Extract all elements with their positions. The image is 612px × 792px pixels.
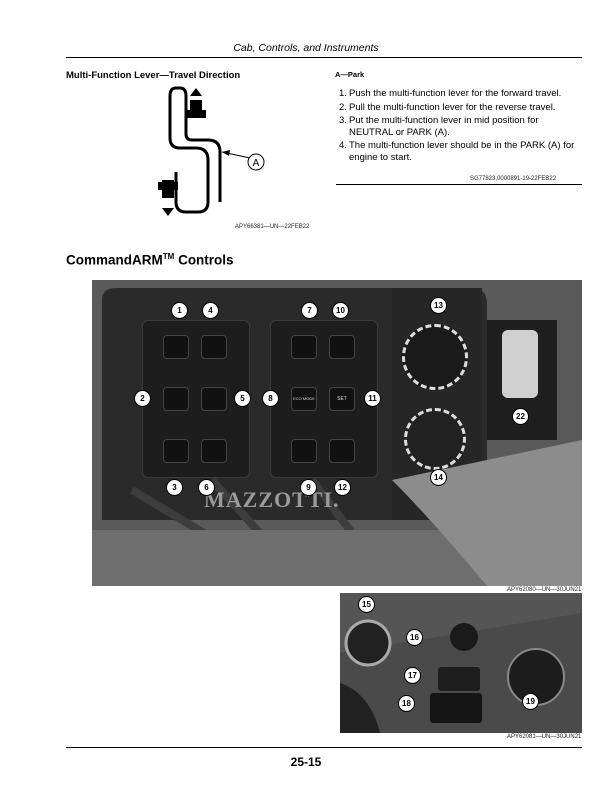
callout-4: 4	[202, 302, 219, 319]
step-item: 1.Push the multi-function lever for the …	[339, 88, 562, 99]
switch-2[interactable]	[163, 387, 189, 411]
switch-set[interactable]: SET	[329, 387, 355, 411]
switch-1[interactable]	[163, 335, 189, 359]
step-item: 2.Pull the multi-function lever for the …	[339, 101, 556, 113]
callout-8: 8	[262, 390, 279, 407]
tractor-reverse-icon	[158, 180, 178, 216]
step-item: 4.The multi-function lever should be in …	[339, 140, 575, 163]
steps-list: 1.Push the multi-function lever for the …	[339, 88, 584, 165]
callout-3: 3	[166, 479, 183, 496]
callout-15: 15	[358, 596, 375, 613]
section-heading-travel-direction: Multi-Function Lever—Travel Direction	[66, 70, 241, 81]
section-rule	[336, 184, 582, 185]
switch-eco-mode[interactable]: ECO MODE	[291, 387, 317, 411]
multi-function-lever-diagram: A	[158, 86, 265, 216]
header-rule	[66, 57, 582, 58]
commandarm-detail-photo: 15 16 17 18 19	[340, 593, 582, 733]
callout-2: 2	[134, 390, 151, 407]
right-keypad: ECO MODE SET	[270, 320, 378, 478]
callout-7: 7	[301, 302, 318, 319]
callout-17: 17	[404, 667, 421, 684]
callout-18: 18	[398, 695, 415, 712]
switch-3[interactable]	[163, 439, 189, 463]
commandarm-photo: ECO MODE SET MAZZOTTI. 1 2 3 4 5 6 7 8 9…	[92, 280, 582, 586]
callout-19: 19	[522, 693, 539, 710]
step-item: 3.Put the multi-function lever in mid po…	[339, 115, 539, 138]
callout-6: 6	[198, 479, 215, 496]
switch-12[interactable]	[329, 439, 355, 463]
tractor-forward-icon	[186, 88, 206, 118]
figure-code-commandarm-2: APY62081—UN—30JUN21	[507, 734, 582, 740]
page-number: 25-15	[290, 755, 322, 769]
figure-code-commandarm-1: APY62080—UN—30JUN21	[507, 587, 582, 593]
page-header: Cab, Controls, and Instruments	[233, 42, 379, 54]
figure-code-travel: APY66381—UN—22FEB22	[235, 224, 310, 230]
callout-9: 9	[300, 479, 317, 496]
rotary-knob-13[interactable]	[402, 324, 468, 390]
callout-14: 14	[430, 469, 447, 486]
switch-7[interactable]	[291, 335, 317, 359]
switch-10[interactable]	[329, 335, 355, 359]
reference-code: SG77823,0000891-19-22FEB22	[470, 176, 557, 182]
rotary-knob-14[interactable]	[404, 408, 466, 470]
section-heading-commandarm: CommandARMTM Controls	[66, 252, 234, 268]
brand-logo-text: MAZZOTTI.	[204, 487, 340, 512]
left-keypad	[142, 320, 250, 478]
callout-1: 1	[171, 302, 188, 319]
callout-11: 11	[364, 390, 381, 407]
callout-22: 22	[512, 408, 529, 425]
switch-9[interactable]	[291, 439, 317, 463]
switch-4[interactable]	[201, 335, 227, 359]
commandarm-detail-outline	[340, 593, 582, 733]
callout-5: 5	[234, 390, 251, 407]
switch-5[interactable]	[201, 387, 227, 411]
figure-label-a: A	[253, 158, 260, 169]
callout-10: 10	[332, 302, 349, 319]
callout-13: 13	[430, 297, 447, 314]
legend-park: A—Park	[335, 70, 365, 79]
callout-12: 12	[334, 479, 351, 496]
callout-16: 16	[406, 629, 423, 646]
footer-rule	[66, 747, 582, 748]
switch-6[interactable]	[201, 439, 227, 463]
